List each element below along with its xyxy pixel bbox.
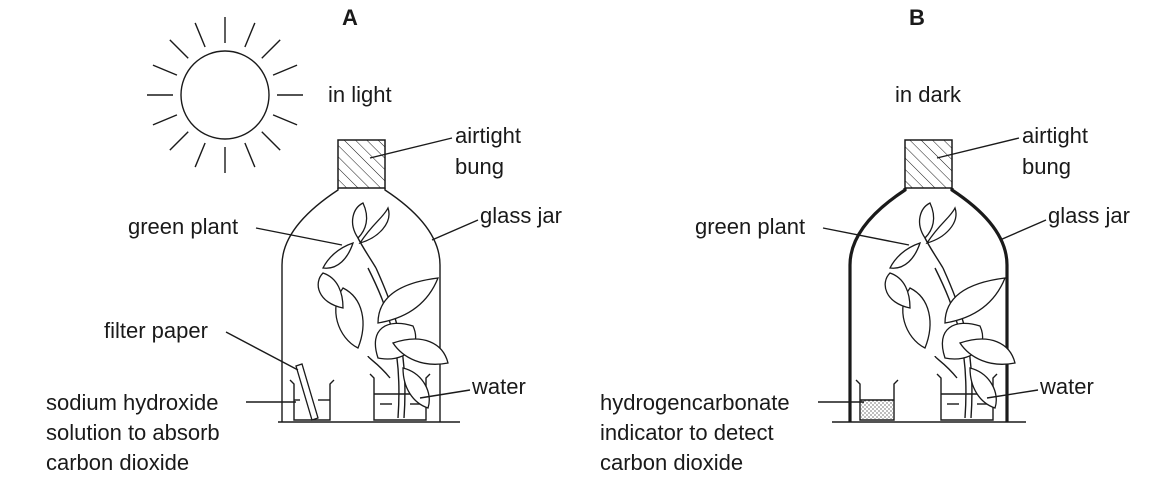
panel-b-title: B — [909, 5, 925, 30]
panel-a-bung — [337, 139, 386, 189]
panel-a-solution-beaker — [289, 363, 335, 421]
panel-b-plant-label: green plant — [695, 214, 805, 239]
panel-b: B in dark airtight bung glass jar green … — [600, 5, 1130, 475]
panel-a-bung-label: airtight bung — [455, 123, 527, 179]
sun-ray — [169, 39, 189, 59]
sun-ray — [194, 22, 206, 48]
sun-ray — [272, 114, 298, 126]
panel-a-plant-label: green plant — [128, 214, 238, 239]
panel-b-plant — [884, 202, 1016, 419]
panel-b-condition: in dark — [895, 82, 962, 107]
panel-a-filter-paper — [295, 363, 319, 421]
panel-a-plant — [317, 202, 449, 419]
panel-a-title: A — [342, 5, 358, 30]
panel-b-bung — [904, 139, 953, 189]
sun-ray — [169, 131, 189, 151]
panel-b-jar-label: glass jar — [1048, 203, 1130, 228]
sun-ray — [244, 22, 256, 48]
sun-icon — [147, 17, 303, 173]
panel-a: A in light airtight — [46, 5, 562, 475]
sun-ray — [261, 131, 281, 151]
panel-a-filter-label: filter paper — [104, 318, 208, 343]
sun-ray — [244, 142, 256, 168]
panel-a-jar — [281, 188, 441, 422]
sun-ray — [152, 114, 178, 126]
sun-ray — [272, 64, 298, 76]
panel-b-water-label: water — [1039, 374, 1094, 399]
sun-ray — [261, 39, 281, 59]
sun-ray — [152, 64, 178, 76]
panel-b-bung-label: airtight bung — [1022, 123, 1094, 179]
panel-a-water-label: water — [471, 374, 526, 399]
panel-a-jar-label: glass jar — [480, 203, 562, 228]
panel-b-solution-label: hydrogencarbonate indicator to detect ca… — [600, 390, 796, 475]
panel-a-solution-label: sodium hydroxide solution to absorb carb… — [46, 390, 226, 475]
panel-b-jar — [848, 188, 1009, 422]
panel-a-condition: in light — [328, 82, 392, 107]
panel-b-indicator-beaker — [855, 379, 899, 421]
sun-ray — [194, 142, 206, 168]
